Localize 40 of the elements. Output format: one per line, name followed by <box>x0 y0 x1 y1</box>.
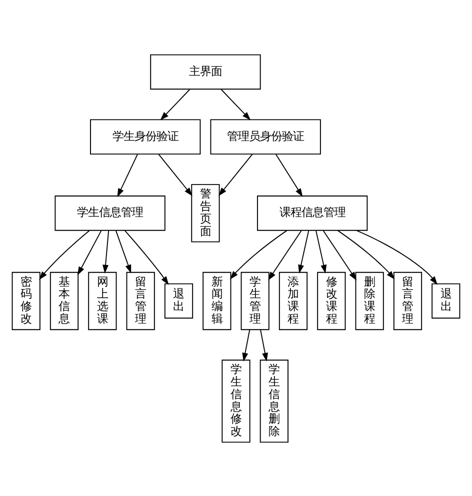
node-box: 留言管理 <box>393 271 422 330</box>
arrow <box>337 229 395 279</box>
arrow <box>298 230 310 273</box>
node-box: 管理员身份验证 <box>210 118 321 154</box>
arrow <box>220 88 251 120</box>
arrow <box>316 230 327 273</box>
node-box: 学生身份验证 <box>90 118 201 154</box>
arrow <box>275 153 303 196</box>
node-box: 退出 <box>432 282 460 318</box>
node-box: 密码修改 <box>12 271 40 330</box>
node-box: 删除课程 <box>355 271 384 330</box>
arrow <box>158 153 192 196</box>
node-box: 主界面 <box>150 54 261 90</box>
arrow <box>117 153 138 197</box>
node-box: 学生信息管理 <box>54 195 166 230</box>
node-box: 学生管理 <box>240 271 270 330</box>
arrow <box>39 230 90 280</box>
node-box: 警告页面 <box>191 184 220 242</box>
arrow <box>260 328 268 362</box>
arrow <box>218 153 253 196</box>
arrow <box>230 229 288 279</box>
node-box: 学生信息删除 <box>260 359 288 442</box>
arrow <box>322 230 357 280</box>
node-box: 退出 <box>164 282 194 318</box>
node-box: 新闻编辑 <box>202 271 232 330</box>
node-box: 学生信息修改 <box>222 359 250 442</box>
arrow <box>242 328 250 362</box>
arrow <box>102 230 110 273</box>
arrow <box>356 229 438 284</box>
arrow <box>124 230 169 284</box>
node-box: 网上选课 <box>88 271 117 330</box>
node-box: 基本信息 <box>50 271 79 330</box>
node-box: 添加课程 <box>278 271 308 330</box>
arrow <box>268 230 302 280</box>
arrow <box>77 230 102 275</box>
node-box: 留言管理 <box>126 271 155 330</box>
arrow <box>115 230 132 273</box>
arrow <box>160 88 190 120</box>
node-box: 修改课程 <box>317 271 346 330</box>
node-box: 课程信息管理 <box>256 195 368 230</box>
